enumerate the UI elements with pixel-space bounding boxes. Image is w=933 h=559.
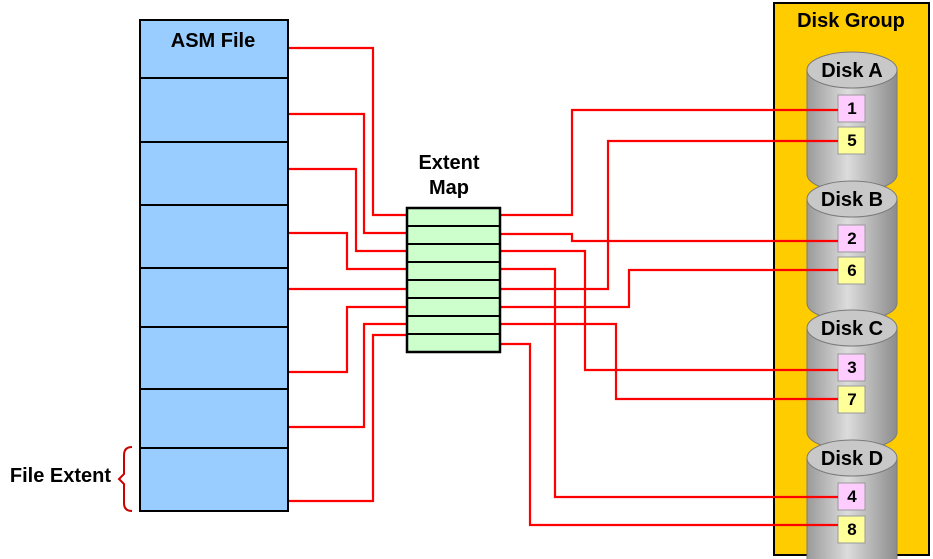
asm-file-extent [139,267,289,328]
disk-cylinder-top [806,439,898,477]
asm-file-extent [139,388,289,449]
asm-file-extent [139,204,289,269]
extent-connector-line [289,46,407,217]
extent-connector-line [500,232,838,243]
extent-map-entry [406,279,501,299]
disk-extent-box [837,353,866,382]
disk-extent-box [837,256,866,285]
extent-map-entry [406,315,501,335]
extent-connector-line [289,322,407,429]
file-extent-brace [117,446,133,512]
disk-cylinder-top [806,51,898,89]
extent-map-title-line1: Extent [418,152,479,174]
extent-map-entry [406,225,501,245]
extent-map-entry [406,243,501,263]
disk-name: Disk D [821,448,883,470]
asm-file-title: ASM File [171,30,255,52]
disk-extent-number: 5 [847,131,856,150]
extent-connector-line [500,267,838,499]
extent-map-entry [406,207,501,227]
disk-extent-box [837,482,866,511]
asm-file-extent [139,326,289,390]
extent-map-entry [406,261,501,281]
disk-extent-number: 7 [847,390,856,409]
asm-file-extent [139,77,289,143]
extent-connector-line [500,268,838,309]
extent-connector-line [500,108,838,217]
disk-extent-number: 3 [847,358,856,377]
extent-map-title-line2: Map [429,177,469,199]
disk-extent-number: 8 [847,520,856,539]
disk-b: Disk B 2 6 [806,180,898,322]
extent-connector-line [500,249,838,372]
extent-map-entry [406,333,501,353]
disk-cylinder-top [806,309,898,347]
asm-file-extent [139,19,289,79]
disk-extent-box [837,385,866,414]
disk-extent-number: 6 [847,261,856,280]
disk-c: Disk C 3 7 [806,309,898,451]
disk-a: Disk A 1 5 [806,51,898,193]
disk-cylinder-top [806,180,898,218]
extent-connector-line [289,231,407,271]
disk-extent-number: 1 [847,99,856,118]
asm-file [139,19,289,512]
disk-extent-number: 2 [847,229,856,248]
disk-extent-box [837,94,866,123]
disk-name: Disk B [821,189,883,211]
extent-map-entry [406,297,501,317]
extent-connector-line [500,342,838,527]
asm-file-extent [139,447,289,512]
disk-extent-box [837,515,866,544]
file-extent-label: File Extent [10,465,111,487]
extent-connector-line [289,112,407,235]
extent-map [405,206,502,354]
extent-connector-line [500,322,838,401]
disk-extent-number: 4 [847,487,857,506]
extent-connector-line [289,167,407,253]
extent-map-border [405,206,502,354]
extent-connector-line [289,333,407,503]
disk-group-title: Disk Group [797,10,905,32]
extent-connector-line [289,305,407,374]
disk-name: Disk A [821,60,883,82]
extent-connectors [289,46,838,527]
disk-d: Disk D 4 8 [806,439,898,559]
disk-name: Disk C [821,318,883,340]
extent-connector-line [500,139,838,291]
asm-file-extent [139,141,289,206]
disk-extent-box [837,224,866,253]
